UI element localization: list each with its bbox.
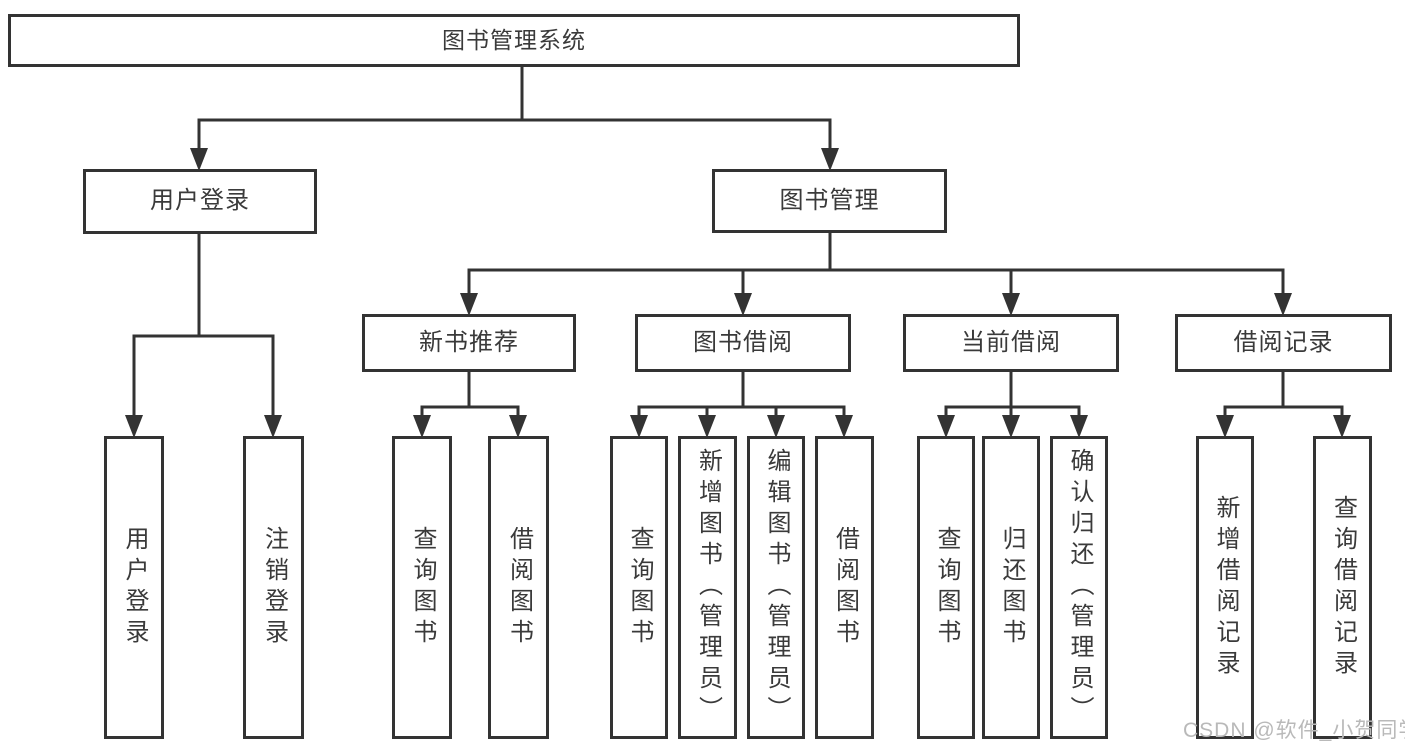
arrow-down-icon <box>821 148 839 171</box>
watermark: CSDN @软件_小贺同学 <box>1183 719 1405 742</box>
node-current-borrow: 当前借阅 <box>903 314 1119 372</box>
arrow-down-icon <box>835 415 853 438</box>
leaf-add-book-admin: 新增图书（管理员） <box>678 436 737 739</box>
leaf-query-books-recommend: 查询图书 <box>392 436 452 739</box>
leaf-query-books-borrow: 查询图书 <box>610 436 668 739</box>
arrow-down-icon <box>1274 293 1292 316</box>
leaf-return-books: 归还图书 <box>982 436 1040 739</box>
arrow-down-icon <box>190 148 208 171</box>
arrow-down-icon <box>509 415 527 438</box>
arrow-down-icon <box>1002 293 1020 316</box>
arrow-down-icon <box>1216 415 1234 438</box>
leaf-query-books-current: 查询图书 <box>917 436 975 739</box>
leaf-logout: 注销登录 <box>243 436 304 739</box>
arrow-down-icon <box>460 293 478 316</box>
arrow-down-icon <box>937 415 955 438</box>
leaf-edit-book-admin: 编辑图书（管理员） <box>747 436 805 739</box>
leaf-user-login: 用户登录 <box>104 436 164 739</box>
leaf-borrow-books-recommend: 借阅图书 <box>488 436 549 739</box>
leaf-borrow-books-borrow: 借阅图书 <box>815 436 874 739</box>
arrow-down-icon <box>413 415 431 438</box>
node-borrow-records: 借阅记录 <box>1175 314 1392 372</box>
leaf-add-borrow-record: 新增借阅记录 <box>1196 436 1254 739</box>
arrow-down-icon <box>1070 415 1088 438</box>
leaf-query-borrow-record: 查询借阅记录 <box>1313 436 1372 739</box>
arrow-down-icon <box>125 415 143 438</box>
node-book-borrow: 图书借阅 <box>635 314 851 372</box>
node-root: 图书管理系统 <box>8 14 1020 67</box>
node-new-book-recommend: 新书推荐 <box>362 314 576 372</box>
arrow-down-icon <box>698 415 716 438</box>
arrow-down-icon <box>734 293 752 316</box>
tree-edges <box>132 67 1344 418</box>
arrow-down-icon <box>767 415 785 438</box>
node-book-management: 图书管理 <box>712 169 947 233</box>
arrow-down-icon <box>630 415 648 438</box>
arrow-down-icon <box>1002 415 1020 438</box>
arrow-down-icon <box>1333 415 1351 438</box>
leaf-confirm-return-admin: 确认归还（管理员） <box>1050 436 1108 739</box>
node-user-login: 用户登录 <box>83 169 317 234</box>
arrow-down-icon <box>264 415 282 438</box>
arrowheads <box>125 148 1351 438</box>
